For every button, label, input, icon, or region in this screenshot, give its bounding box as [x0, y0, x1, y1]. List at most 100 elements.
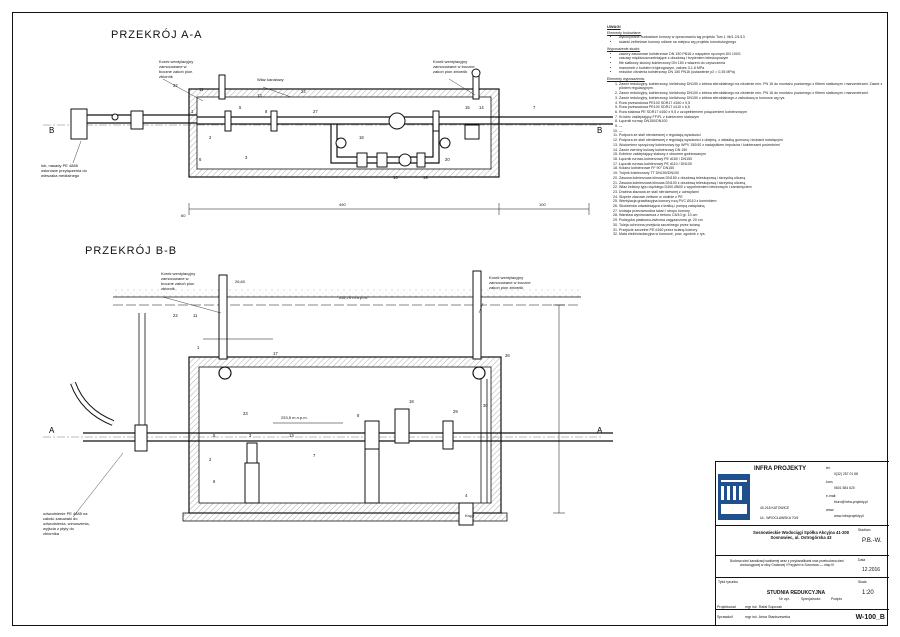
tb-title: STUDNIA REDUKCYJNA — [766, 590, 826, 596]
tb-www: www.infraprojekty.pl — [834, 514, 864, 518]
section-a-title: PRZEKRÓJ A-A — [111, 29, 203, 41]
callout-pipe-b: odwodnienie PE 4885 na całość zasuwaki d… — [43, 511, 90, 536]
notes-equip-item: reduktor ciśnienia kołnierzowy DN 150 PN… — [619, 70, 885, 75]
notes-equip-item: filtr siatkowy skośny kołnierzowy DN 150… — [619, 61, 885, 66]
tb-scale: 1:20 — [862, 590, 874, 596]
position-number: 24 — [301, 89, 306, 94]
position-number: 18 — [409, 399, 414, 404]
tb-scale-label: Skala — [858, 580, 867, 584]
position-number: 1 — [191, 109, 194, 114]
tb-phone: 0(32) 257 01 58 — [834, 472, 858, 476]
notes-panel: UWAGI Elementy budowlane: wykonywane bud… — [607, 23, 885, 463]
position-number: 3 — [245, 155, 248, 160]
position-number: 15 — [465, 105, 470, 110]
notes-list-item: Trójnik kołnierzowy TT DN150/DN100 — [619, 171, 885, 176]
notes-list-item: Króciec zaślepiający FF/FL z kołnierzem … — [619, 115, 885, 120]
callout-korek-right-a: Korek wentylacyjny zamocowane w boczne z… — [433, 59, 475, 74]
position-number: 6 — [213, 479, 216, 484]
notes-list-item: Łącznik rurowo-kołnierzowy PE d110 / DN1… — [619, 162, 885, 167]
callout-korek-left-a: Korek wentylacyjny zamocowane w boczne z… — [159, 59, 194, 79]
position-number: 16 — [393, 175, 398, 180]
notes-list-title: Elementy wyposażenia: — [607, 77, 645, 82]
dim-b-top: 26,60 — [235, 279, 246, 284]
tb-company: INFRA PROJEKTY — [754, 466, 807, 472]
notes-list-item: Rura przewodowa PE100 SDR17 d110 x 6,6 — [619, 105, 885, 110]
notes-list-item: Zawór redukcyjny, kołnierzowy, kielichow… — [619, 96, 885, 101]
position-number: 11 — [199, 87, 204, 92]
position-number: 8 — [265, 109, 268, 114]
notes-list-item: Drabina złazowa ze stali nierdzewnej z u… — [619, 190, 885, 195]
notes-list-item: Warstwa wyrównawcza z betonu C8/10 gr. 1… — [619, 213, 885, 218]
position-number: 4 — [465, 493, 468, 498]
section-b-title: PRZEKRÓJ B-B — [85, 245, 178, 257]
tb-project: Budowa sieci kanalizacji sanitarnej wraz… — [730, 559, 844, 567]
position-number: 3 — [249, 433, 252, 438]
tb-email: biuro@infra-projekty.pl — [834, 500, 868, 504]
notes-list-item: Rura przewodowa PE100 SDR17 d160 x 9,5 — [619, 101, 885, 106]
notes-list-item: Zawór zwrotny kulowy kołnierzowy DN 150 — [619, 148, 885, 153]
tb-date: 12.2016 — [862, 567, 881, 573]
position-number: 22 — [173, 313, 178, 318]
position-number: 2 — [209, 457, 212, 462]
position-number: 2 — [209, 135, 212, 140]
svg-text:B: B — [49, 126, 54, 135]
notes-list-item: Podpora ze stali nierdzewnej z regulacją… — [619, 133, 885, 138]
position-number: 26 — [505, 353, 510, 358]
position-number: 29 — [453, 409, 458, 414]
position-number: 13 — [289, 433, 294, 438]
position-number: 30 — [483, 403, 488, 408]
callout-drain: Kręgi — [465, 513, 475, 518]
position-number: 14 — [479, 105, 484, 110]
notes-list-item: Przejście szczelne PE d160 przez ścianę … — [619, 228, 885, 233]
callout-korek-left-b: Korek wentylacyjny zamocowane w boczne z… — [161, 271, 196, 291]
section-b-b: A A — [43, 270, 613, 526]
sig-role1: Projektował — [717, 605, 736, 609]
tb-stage-label: Stadium — [858, 528, 871, 532]
notes-list-item: Tuleja ochronna przejścia szczelnego prz… — [619, 223, 885, 228]
notes-list-item: Zawór redukcyjny, kołnierzowy, kielichow… — [619, 91, 885, 96]
notes-list-item: Podpora ze stali nierdzewnej z regulacją… — [619, 138, 885, 143]
position-number: 27 — [313, 109, 318, 114]
notes-heading: UWAGI — [607, 24, 621, 29]
tb-stage: P.B.-W. — [862, 538, 882, 544]
tb-www-label: www: — [826, 508, 835, 512]
notes-list-item: — — [619, 129, 885, 134]
dim-a-left: 60 — [181, 213, 186, 218]
position-number: 23 — [243, 411, 248, 416]
sig-name1: mgr inż. Rafał Sopczak — [745, 605, 782, 609]
level-pipe: 253,5 m.n.p.m. — [281, 415, 308, 420]
notes-equip-item: zawory zasuwowe kołnierzowe DN 150 PN16 … — [619, 52, 885, 57]
notes-list-item: Właz żeliwny typu ciężkiego D400 Ø600 z … — [619, 185, 885, 190]
tb-phone-label: tel. — [826, 466, 831, 470]
notes-intro-item: wykonywane budowlane komory w opracowani… — [619, 35, 885, 40]
sig-col-spec: Specjalność — [801, 597, 821, 601]
svg-text:A: A — [597, 426, 603, 435]
tb-mobile: 0601 584 620 — [834, 486, 855, 490]
tb-drawing-no-row: W-100_B — [716, 610, 889, 626]
notes-equip-title: Wyposażenie studni: — [607, 46, 641, 51]
sig-name2: mgr inż. Anna Staniszewska — [745, 615, 790, 619]
position-number: 11 — [193, 313, 198, 318]
position-number: 6 — [199, 157, 202, 162]
notes-list-item: Studzienka odwadniająca z kratką i pompą… — [619, 204, 885, 209]
notes-equip-list: zawory zasuwowe kołnierzowe DN 150 PN16 … — [607, 52, 885, 76]
notes-list-item: Wentylacja grawitacyjna komory rurą PVC … — [619, 199, 885, 204]
technical-drawing: B B — [43, 68, 613, 526]
position-number: 8 — [357, 413, 360, 418]
level-top: 252,70 m.n.p.m. — [339, 295, 368, 300]
callout-pipe-a: lub, nasady PE 4885 osłonowe przyłączeni… — [41, 163, 87, 178]
section-a-a: B B — [43, 68, 613, 215]
tb-investor: Sosnowieckie Wodociągi Spółka Akcyjna 41… — [752, 530, 850, 540]
position-number: 20 — [445, 157, 450, 162]
notes-main-list: Zawór redukcyjny, kołnierzowy, kielichow… — [607, 82, 885, 237]
notes-list-item: Kołnierz zaślepiający stalowy z otworem … — [619, 152, 885, 157]
svg-text:A: A — [49, 426, 55, 435]
tb-title-row: Tytuł rysunku STUDNIA REDUKCYJNA Skala 1… — [716, 578, 889, 610]
notes-list-item: Izolacja przeciwwodna ścian i stropu kom… — [619, 209, 885, 214]
drawing-sheet: B B — [12, 12, 889, 626]
dim-a-right: 100 — [539, 202, 546, 207]
tb-mobile-label: kom. — [826, 480, 834, 484]
notes-intro-title: Elementy budowlane: — [607, 30, 642, 35]
notes-list-item: Zasuwa kołnierzowa klinowa DN150 z obudo… — [619, 176, 885, 181]
notes-list-item: Stopnie złazowe żeliwne w otulinie z PE — [619, 195, 885, 200]
